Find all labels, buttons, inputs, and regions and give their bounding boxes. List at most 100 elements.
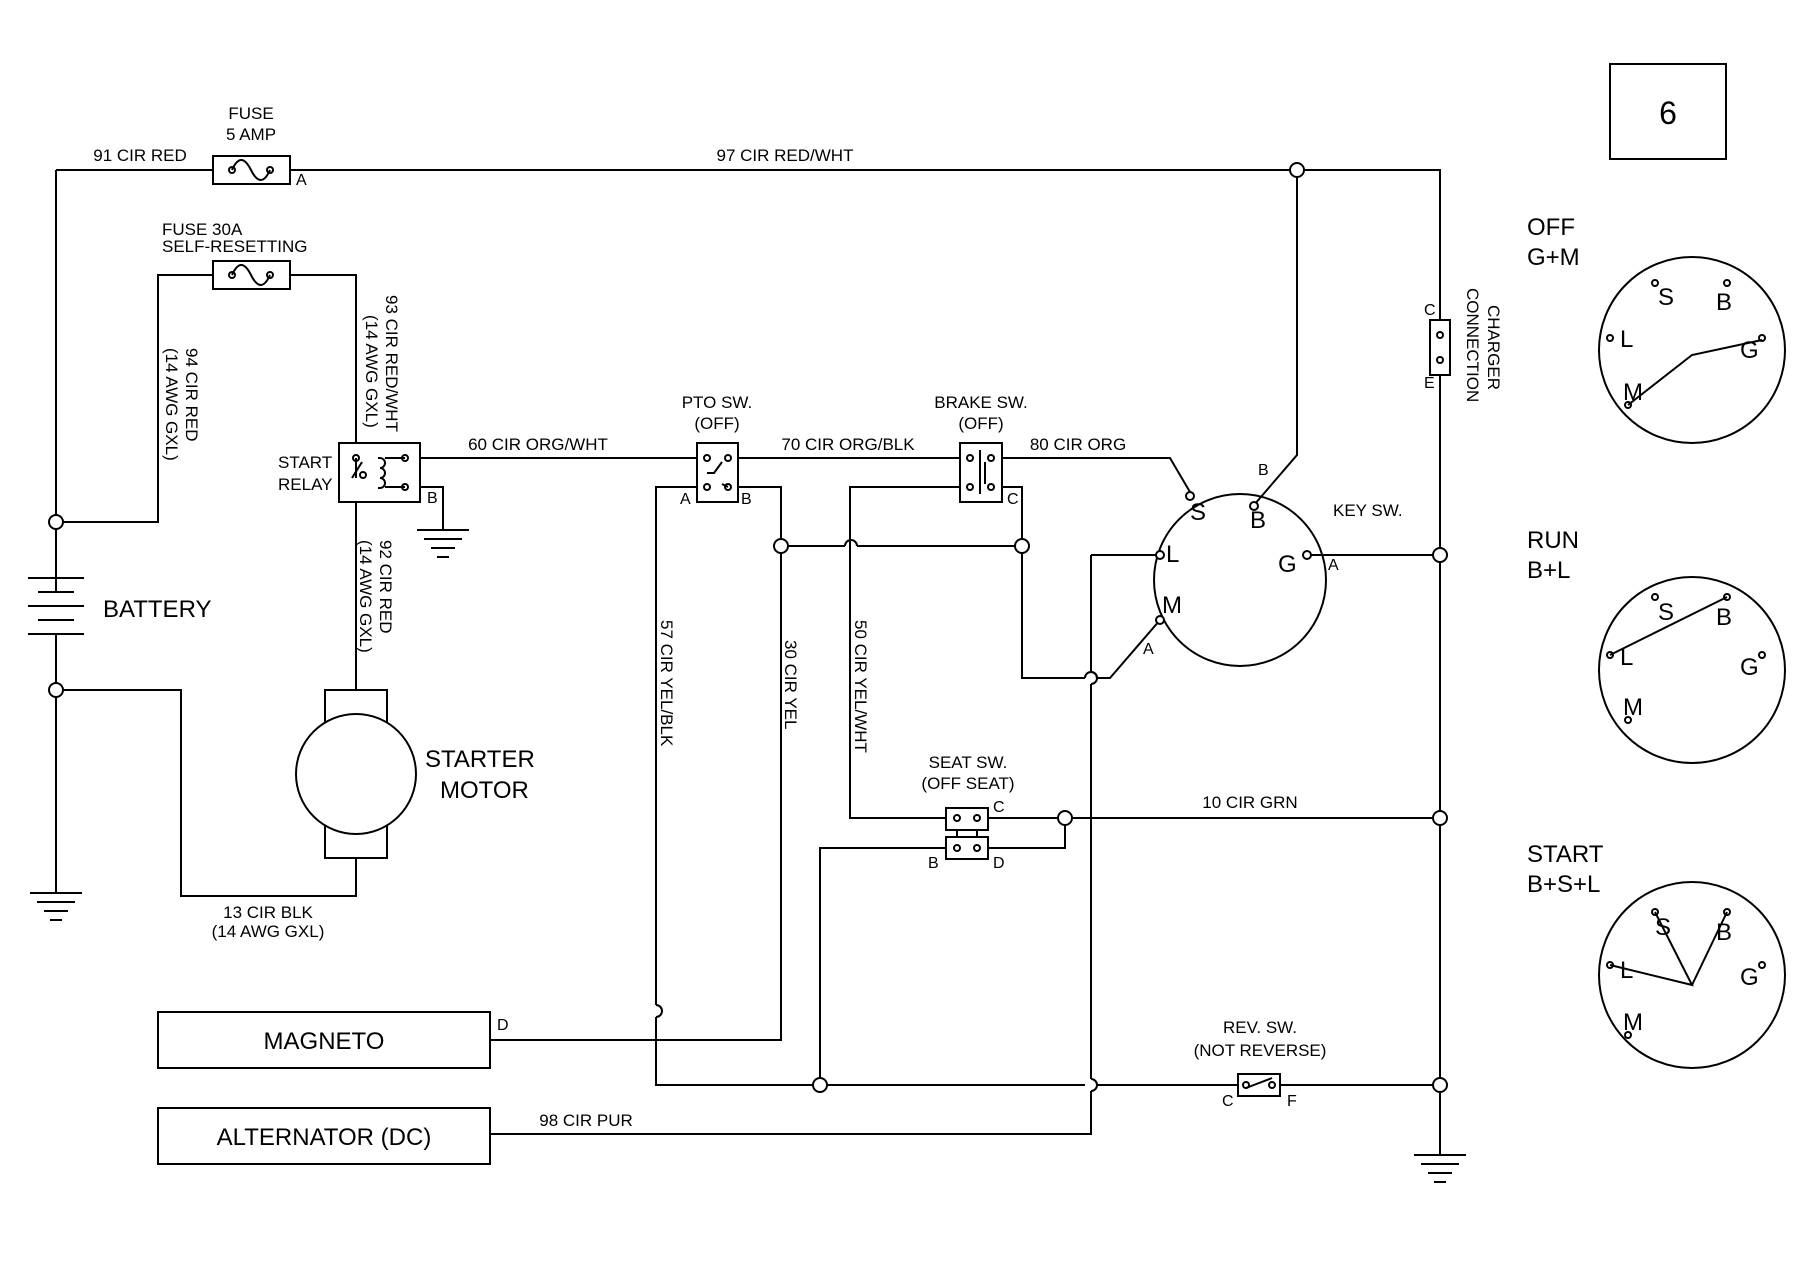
pos-off-g: G [1740, 337, 1759, 364]
page-number: 6 [1659, 95, 1677, 131]
fuse5-term-a: A [296, 172, 307, 189]
pos-start-name: START [1527, 841, 1604, 868]
label-w60: 60 CIR ORG/WHT [468, 435, 608, 454]
fuse5-title: FUSE [228, 104, 273, 123]
magneto-term-d: D [497, 1017, 509, 1034]
label-w97: 97 CIR RED/WHT [717, 146, 854, 165]
key-ext-b: B [1258, 462, 1269, 479]
starter-motor: STARTER MOTOR [295, 689, 535, 859]
magneto-box: MAGNETO D [157, 1011, 509, 1069]
pos-off-m: M [1623, 379, 1643, 406]
charger-term-e: E [1424, 375, 1435, 392]
pos-start-s: S [1655, 914, 1671, 941]
key-position-off: OFF G+M S B L G M [1527, 214, 1786, 444]
pos-run-name: RUN [1527, 527, 1579, 554]
key-term-m: M [1162, 592, 1182, 619]
seat-label-1: SEAT SW. [929, 753, 1008, 772]
label-w92b: (14 AWG GXL) [356, 540, 375, 653]
label-w93b: (14 AWG GXL) [362, 315, 381, 428]
label-w92a: 92 CIR RED [376, 540, 395, 634]
brake-label-1: BRAKE SW. [934, 393, 1028, 412]
fuse30-sub: SELF-RESETTING [162, 237, 307, 256]
page-number-box [1609, 63, 1727, 160]
pto-switch: PTO SW. (OFF) A B [680, 393, 752, 508]
brake-switch: BRAKE SW. (OFF) C [934, 393, 1028, 508]
label-w94a: 94 CIR RED [182, 348, 201, 442]
fuse5-rating: 5 AMP [226, 125, 276, 144]
pos-run-l: L [1620, 644, 1633, 671]
charger-label-1: CHARGER [1484, 305, 1503, 390]
rev-label-1: REV. SW. [1223, 1018, 1297, 1037]
junction-nodes [48, 162, 1448, 1093]
pto-term-b: B [741, 491, 752, 508]
label-w57: 57 CIR YEL/BLK [657, 620, 676, 747]
label-w98: 98 CIR PUR [539, 1111, 633, 1130]
rev-term-f: F [1287, 1093, 1297, 1110]
battery-label: BATTERY [103, 596, 211, 623]
fuse30-title: FUSE 30A [162, 220, 243, 239]
key-term-s: S [1190, 499, 1206, 526]
label-w91: 91 CIR RED [93, 146, 187, 165]
pos-run-m: M [1623, 694, 1643, 721]
seat-term-b: B [928, 855, 939, 872]
alternator-box: ALTERNATOR (DC) [157, 1107, 491, 1165]
pos-off-s: S [1658, 284, 1674, 311]
pos-run-b: B [1716, 604, 1732, 631]
pos-start-l: L [1620, 957, 1633, 984]
key-term-b: B [1250, 507, 1266, 534]
seat-label-2: (OFF SEAT) [921, 774, 1014, 793]
fuse-30a: FUSE 30A SELF-RESETTING [162, 220, 307, 290]
pto-label-2: (OFF) [694, 414, 739, 433]
label-w50: 50 CIR YEL/WHT [851, 620, 870, 753]
charger-label-2: CONNECTION [1463, 288, 1482, 402]
ground-symbols [30, 529, 1466, 1183]
alternator-label: ALTERNATOR (DC) [217, 1124, 432, 1151]
key-position-start: START B+S+L S B L G M [1527, 841, 1786, 1069]
pos-run-g: G [1740, 654, 1759, 681]
seat-switch: SEAT SW. (OFF SEAT) C B D [921, 753, 1014, 872]
key-switch: S B L G M B A A KEY SW. [1143, 462, 1403, 667]
brake-term-c: C [1007, 491, 1019, 508]
reverse-switch: REV. SW. (NOT REVERSE) C F [1194, 1018, 1327, 1110]
magneto-label: MAGNETO [264, 1028, 385, 1055]
key-position-run: RUN B+L S B L G M [1527, 527, 1786, 764]
pos-off-combo: G+M [1527, 244, 1580, 271]
label-w30: 30 CIR YEL [781, 640, 800, 729]
key-term-l: L [1166, 541, 1179, 568]
label-w10: 10 CIR GRN [1202, 793, 1297, 812]
relay-label-2: RELAY [278, 475, 333, 494]
charger-connection: C E CHARGER CONNECTION [1424, 288, 1503, 402]
label-w94b: (14 AWG GXL) [162, 348, 181, 461]
pos-off-l: L [1620, 326, 1633, 353]
key-sw-label: KEY SW. [1333, 501, 1403, 520]
pos-run-s: S [1658, 599, 1674, 626]
label-w70: 70 CIR ORG/BLK [781, 435, 915, 454]
label-w80: 80 CIR ORG [1030, 435, 1126, 454]
wire-labels: 91 CIR RED 97 CIR RED/WHT 60 CIR ORG/WHT… [93, 146, 1297, 1130]
pos-off-b: B [1716, 289, 1732, 316]
rev-label-2: (NOT REVERSE) [1194, 1041, 1327, 1060]
crossover-hops [655, 539, 1098, 1092]
start-relay: START RELAY B [278, 442, 438, 507]
key-term-g: G [1278, 551, 1297, 578]
pto-label-1: PTO SW. [682, 393, 753, 412]
seat-term-c: C [993, 799, 1005, 816]
label-w13b: (14 AWG GXL) [212, 922, 325, 941]
battery: BATTERY [28, 577, 211, 640]
rev-term-c: C [1222, 1093, 1234, 1110]
pos-start-b: B [1716, 919, 1732, 946]
key-ext-a-g: A [1328, 557, 1339, 574]
key-ext-a-m: A [1143, 641, 1154, 658]
relay-label-1: START [278, 453, 332, 472]
pto-term-a: A [680, 491, 691, 508]
pos-run-combo: B+L [1527, 557, 1570, 584]
starter-label-2: MOTOR [440, 777, 529, 804]
starter-label-1: STARTER [425, 746, 535, 773]
pos-off-name: OFF [1527, 214, 1575, 241]
label-w93a: 93 CIR RED/WHT [382, 295, 401, 432]
fuse-5-amp: FUSE 5 AMP A [212, 104, 307, 189]
relay-term-b: B [427, 490, 438, 507]
pos-start-g: G [1740, 964, 1759, 991]
wires [55, 169, 1441, 1155]
